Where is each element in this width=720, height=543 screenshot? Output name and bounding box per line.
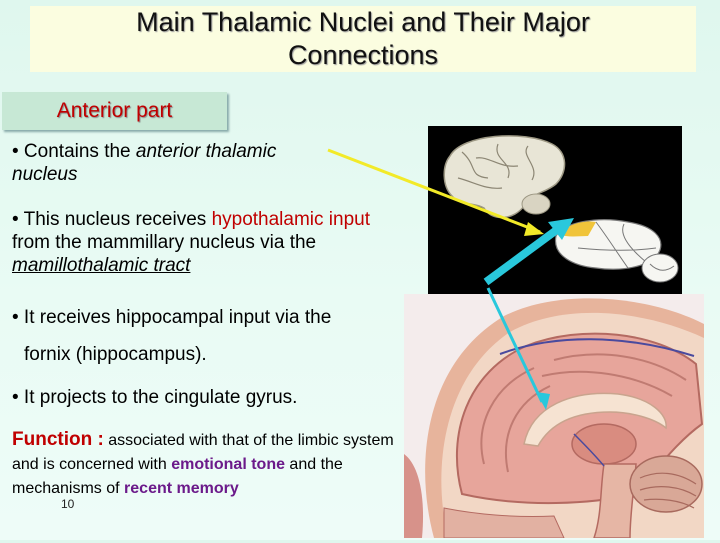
brain-3d-drawing xyxy=(443,135,679,283)
function-text: associated with that of the limbic syste… xyxy=(12,432,394,473)
bullet-emphasis: anterior thalamic nucleus xyxy=(12,141,277,185)
keyword-emotional-tone: emotional tone xyxy=(171,456,285,473)
function-text: and the mechanisms of xyxy=(12,456,343,497)
keyword-recent-memory: recent memory xyxy=(124,480,239,497)
cyan-arrow-upper xyxy=(483,222,565,286)
bullet-cingulate-projection: • It projects to the cingulate gyrus. xyxy=(12,387,298,408)
cyan-arrow-lower xyxy=(486,287,544,403)
bullet-hippocampal-input: • It receives hippocampal input via the xyxy=(12,307,332,328)
slide-title: Main Thalamic Nuclei and Their Major Con… xyxy=(30,6,696,72)
function-label: Function : xyxy=(12,429,104,450)
sagittal-section-drawing xyxy=(404,294,704,539)
brain-thalamus-illustration xyxy=(428,126,682,294)
bullet-text: from the mammillary nucleus via the xyxy=(12,232,317,253)
bullet-fornix: fornix (hippocampus). xyxy=(24,344,207,365)
bullet-anterior-nucleus: • Contains the anterior thalamic nucleus xyxy=(12,140,342,186)
yellow-arrow-line xyxy=(327,148,541,234)
underlined-term: mamillothalamic tract xyxy=(12,255,191,276)
yellow-arrow-head-icon xyxy=(524,222,544,236)
cyan-arrow-head-icon xyxy=(548,218,574,240)
bullet-text: • This nucleus receives xyxy=(12,209,212,230)
highlight-text: hypothalamic input xyxy=(211,209,370,230)
title-line-2: Connections xyxy=(287,40,439,70)
bullet-hypothalamic-input: • This nucleus receives hypothalamic inp… xyxy=(12,208,407,277)
sagittal-brain-illustration xyxy=(404,294,704,539)
section-heading: Anterior part xyxy=(2,92,227,130)
bullet-text: • Contains the xyxy=(12,141,136,162)
title-line-1: Main Thalamic Nuclei and Their Major xyxy=(136,7,590,37)
page-number: 10 xyxy=(61,497,75,511)
cyan-arrow-tip-icon xyxy=(536,392,550,410)
function-paragraph: Function : associated with that of the l… xyxy=(12,428,407,501)
